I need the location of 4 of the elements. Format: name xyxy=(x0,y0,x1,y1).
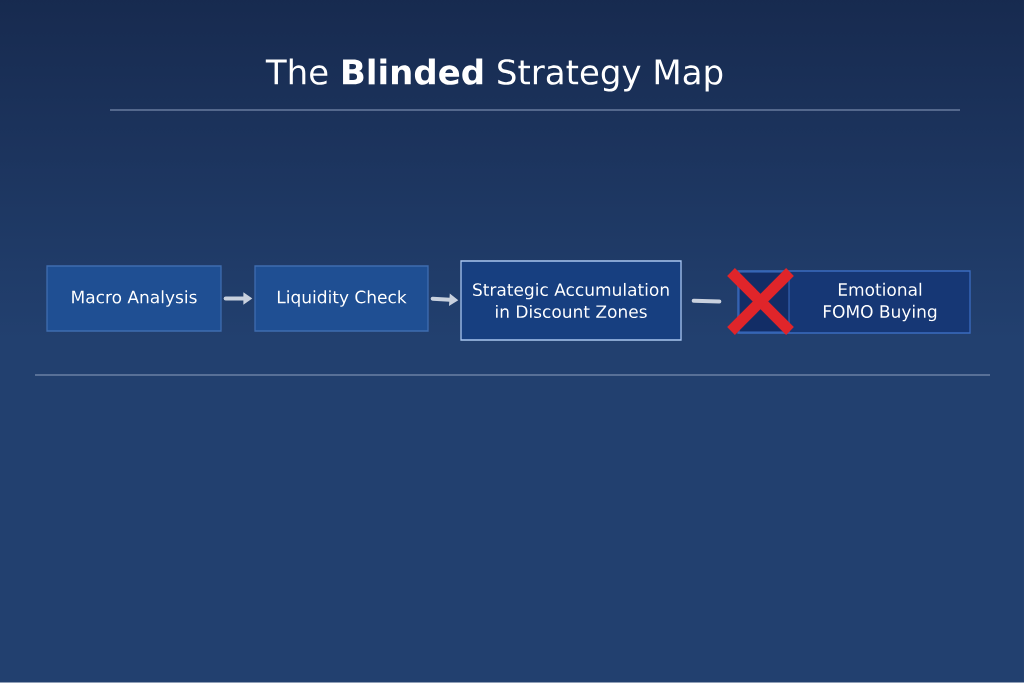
process-box: Strategic Accumulation in Discount Zones xyxy=(460,260,682,341)
process-box: Liquidity Check xyxy=(254,265,429,332)
title: The Blinded Strategy Map xyxy=(265,58,723,92)
process-box: Macro Analysis xyxy=(46,265,222,332)
